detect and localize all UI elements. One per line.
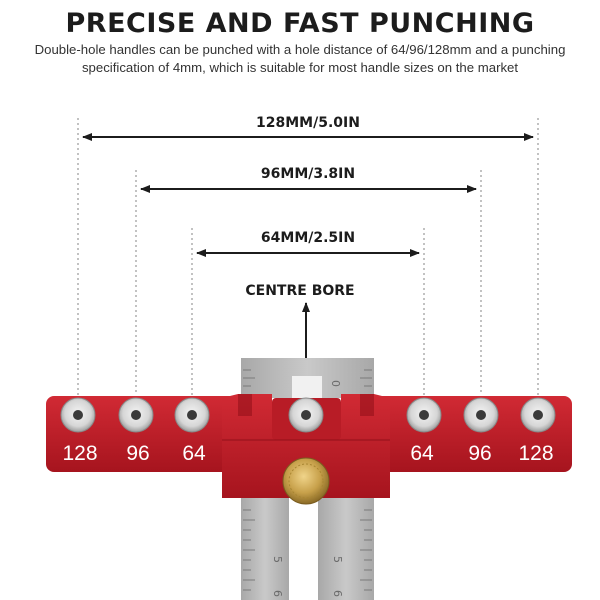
ruler-mark-5-right: 5 <box>331 556 344 563</box>
ruler-right <box>318 498 374 600</box>
centre-bore-label: CENTRE BORE <box>245 283 355 299</box>
dimension-label-64: 64MM/2.5IN <box>260 230 356 246</box>
guide-lines <box>77 118 539 395</box>
subtitle-line-1: Double-hole handles can be punched with … <box>34 42 566 57</box>
subtitle-line-2: specification of 4mm, which is suitable … <box>81 60 519 75</box>
hole-label-96-right: 96 <box>468 442 492 465</box>
bushing-64-right <box>406 397 442 433</box>
page-subtitle: Double-hole handles can be punched with … <box>20 41 580 77</box>
hole-label-128-right: 128 <box>518 442 554 465</box>
hole-label-96-left: 96 <box>126 442 150 465</box>
ruler-ticks <box>243 369 372 591</box>
dimension-label-128: 128MM/5.0IN <box>256 115 360 131</box>
bushings <box>60 397 556 433</box>
ruler-mark-6-left: 6 <box>271 590 284 597</box>
jig-centre-block <box>222 394 390 498</box>
hole-label-64-left: 64 <box>182 442 206 465</box>
ruler-mark-5-left: 5 <box>271 556 284 563</box>
bushing-96-left <box>118 397 154 433</box>
ruler-mark-6-right: 6 <box>331 590 344 597</box>
ruler-top <box>241 358 374 398</box>
ruler-left <box>241 498 289 600</box>
bushing-96-right <box>463 397 499 433</box>
bushing-128-right <box>520 397 556 433</box>
ruler-mark-zero: 0 <box>329 380 342 387</box>
bushing-centre <box>288 397 324 433</box>
brass-knob-icon <box>282 457 330 505</box>
bushing-64-left <box>174 397 210 433</box>
bushing-128-left <box>60 397 96 433</box>
hole-label-64-right: 64 <box>410 442 434 465</box>
dimension-label-96: 96MM/3.8IN <box>260 166 356 182</box>
hole-label-128-left: 128 <box>62 442 98 465</box>
page-title: PRECISE AND FAST PUNCHING <box>65 8 535 39</box>
